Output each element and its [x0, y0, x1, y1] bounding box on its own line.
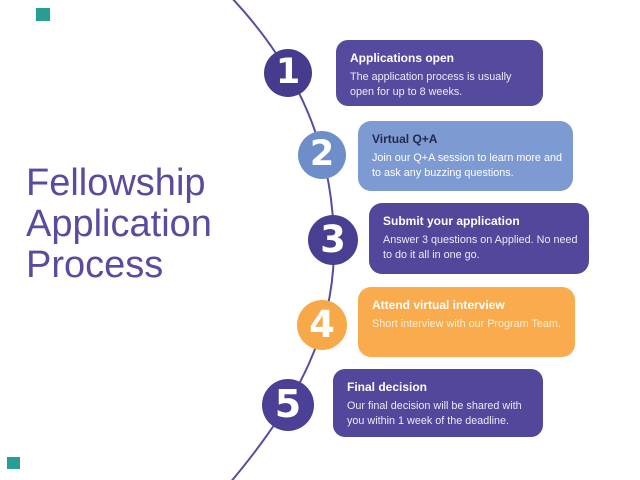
step-2-card: Virtual Q+A Join our Q+A session to lear… — [358, 121, 573, 191]
page-title-line-3: Process — [26, 244, 164, 286]
accent-square-top-left — [36, 8, 50, 21]
step-3-card-title: Submit your application — [383, 214, 520, 228]
step-2-number: 2 — [309, 134, 335, 174]
step-5-circle: 5 — [262, 379, 314, 431]
step-2-circle: 2 — [298, 131, 346, 179]
step-5-card: Final decision Our final decision will b… — [333, 369, 543, 437]
step-4-number: 4 — [309, 302, 335, 346]
step-5-card-body: Our final decision will be shared with y… — [347, 400, 522, 427]
step-4-circle: 4 — [297, 300, 347, 350]
page-title-line-2: Application — [26, 203, 212, 245]
step-1-card-title: Applications open — [350, 51, 455, 65]
step-2-card-body: Join our Q+A session to learn more and t… — [372, 152, 562, 179]
step-5-number: 5 — [274, 382, 302, 426]
step-1-circle: 1 — [264, 49, 312, 97]
step-4-card-title: Attend virtual interview — [372, 298, 505, 312]
step-3-card-body: Answer 3 questions on Applied. No need t… — [383, 234, 578, 261]
step-5-card-title: Final decision — [347, 380, 428, 394]
page-title-line-1: Fellowship — [26, 162, 206, 204]
step-4-card: Attend virtual interview Short interview… — [358, 287, 575, 357]
step-3-card: Submit your application Answer 3 questio… — [369, 203, 589, 274]
step-2-card-title: Virtual Q+A — [372, 132, 438, 146]
step-3-number: 3 — [320, 217, 346, 261]
step-1-card: Applications open The application proces… — [336, 40, 543, 106]
step-3-circle: 3 — [308, 215, 358, 265]
page-title: Fellowship Application Process — [26, 163, 286, 286]
step-1-number: 1 — [275, 52, 301, 92]
step-4-card-body: Short interview with our Program Team. — [372, 318, 561, 330]
step-1-card-body: The application process is usually open … — [350, 71, 512, 98]
accent-square-bottom-left — [7, 457, 20, 469]
